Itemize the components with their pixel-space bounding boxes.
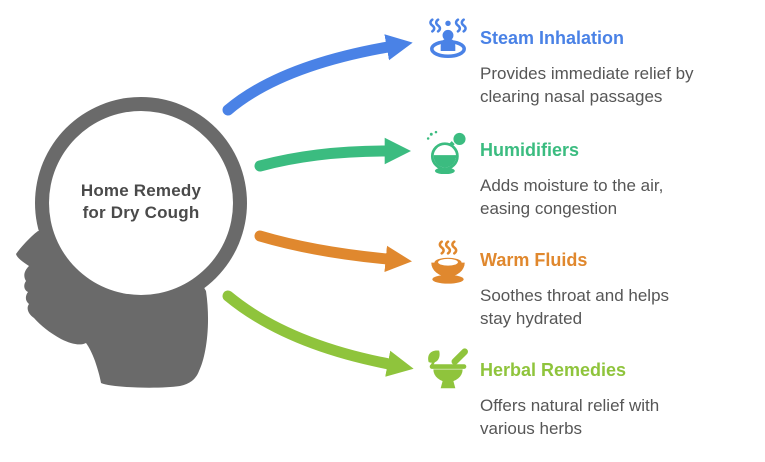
mortar-pestle-leaf-icon <box>425 348 471 394</box>
remedy-description: Offers natural relief with various herbs <box>480 396 660 438</box>
remedy-title: Warm Fluids <box>480 250 588 270</box>
remedy-title: Herbal Remedies <box>480 360 627 380</box>
remedy-description: Provides immediate relief by clearing na… <box>480 64 694 106</box>
remedy-item-steam-inhalation: Steam Inhalation Provides immediate reli… <box>425 16 747 108</box>
head-title-line1: Home Remedy <box>80 181 202 200</box>
head-title-line2: for Dry Cough <box>82 203 200 222</box>
remedy-title: Steam Inhalation <box>480 28 625 48</box>
remedy-title: Humidifiers <box>480 140 580 160</box>
warm-fluids-arrow <box>254 230 412 273</box>
steaming-cup-icon <box>425 238 471 284</box>
brain-circle <box>49 111 233 295</box>
remedy-description: Adds moisture to the air, easing congest… <box>480 176 664 218</box>
steam-inhalation-person-icon <box>425 16 471 62</box>
remedy-item-humidifiers: Humidifiers Adds moisture to the air, ea… <box>425 128 747 220</box>
steam-inhalation-arrow <box>222 34 413 116</box>
humidifiers-arrow <box>254 137 412 172</box>
remedy-item-herbal-remedies: Herbal Remedies Offers natural relief wi… <box>425 348 747 440</box>
remedy-item-warm-fluids: Warm Fluids Soothes throat and helps sta… <box>425 238 747 330</box>
head-silhouette <box>16 97 247 388</box>
head-title: Home Remedy for Dry Cough <box>41 180 241 224</box>
humidifier-atomizer-icon <box>425 128 471 174</box>
remedy-description: Soothes throat and helps stay hydrated <box>480 286 670 328</box>
herbal-remedies-arrow <box>222 290 414 377</box>
